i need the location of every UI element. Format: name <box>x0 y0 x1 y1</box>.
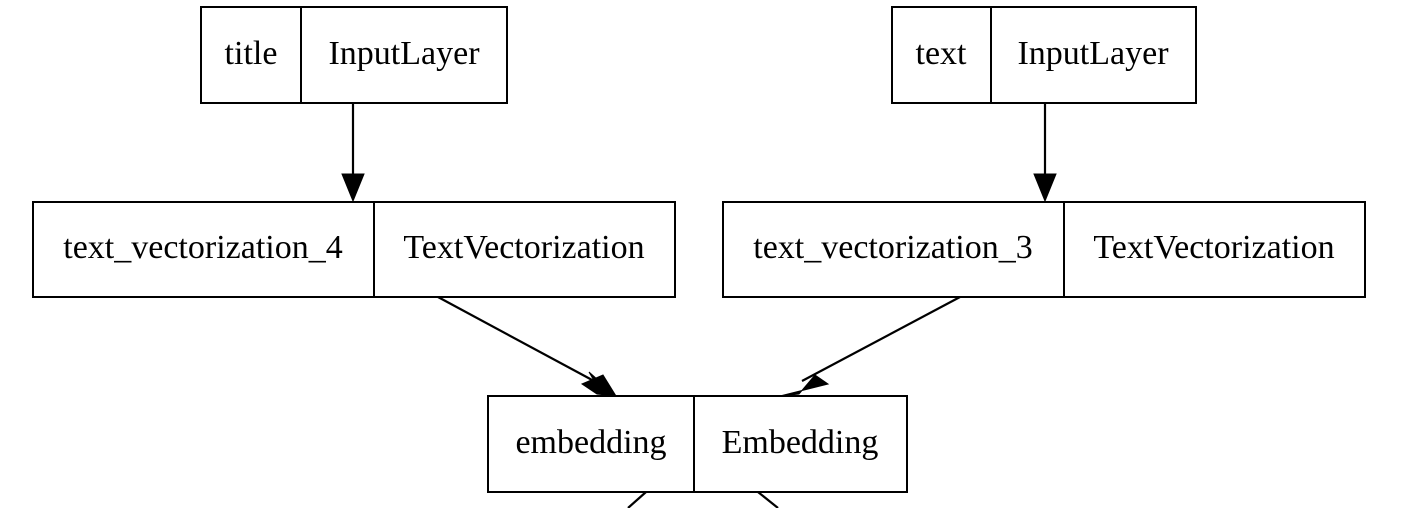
node-embedding: embedding Embedding <box>487 395 908 493</box>
node-name: text <box>916 35 968 72</box>
edge-text-vectorization-3-to-embedding <box>779 296 961 397</box>
node-name: text_vectorization_4 <box>63 229 342 266</box>
node-type: TextVectorization <box>1093 229 1334 266</box>
node-name: title <box>225 35 278 72</box>
node-name: text_vectorization_3 <box>753 229 1032 266</box>
edge-text-vectorization-4-to-embedding <box>437 296 617 397</box>
node-type: InputLayer <box>1017 35 1169 72</box>
node-name: embedding <box>515 424 666 461</box>
node-text-vectorization-4: text_vectorization_4 TextVectorization <box>32 201 676 298</box>
node-text: text InputLayer <box>891 6 1197 104</box>
arrowhead <box>1033 173 1057 203</box>
edge-text-to-text-vectorization-3 <box>1033 103 1057 203</box>
node-type: Embedding <box>722 424 879 461</box>
node-type: TextVectorization <box>403 229 644 266</box>
edge-embedding-outgoing <box>627 491 779 508</box>
node-type: InputLayer <box>328 35 480 72</box>
node-title: title InputLayer <box>200 6 508 104</box>
node-text-vectorization-3: text_vectorization_3 TextVectorization <box>722 201 1366 298</box>
arrowhead <box>341 173 365 203</box>
edge-title-to-text-vectorization-4 <box>341 103 365 203</box>
